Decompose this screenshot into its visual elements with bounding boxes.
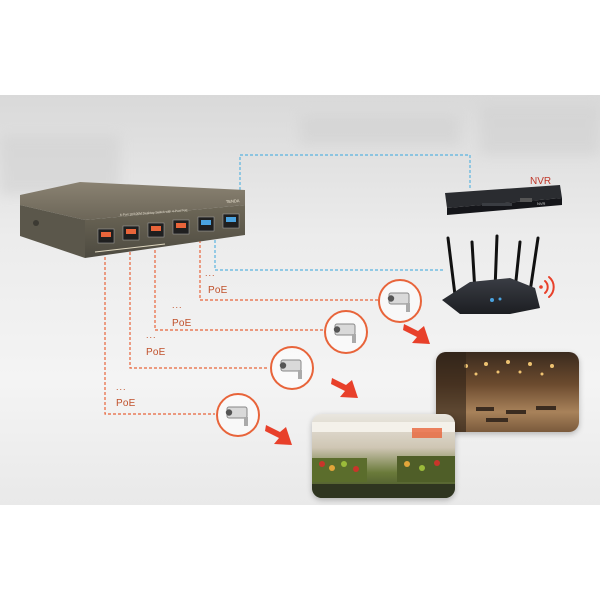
camera-node-3	[270, 346, 314, 390]
uplink-line-nvr	[239, 154, 471, 200]
poe-dots-3: ...	[146, 330, 157, 340]
switch-brand-text: TENDA	[226, 198, 240, 204]
arrows	[265, 324, 430, 445]
wifi-signal-icon	[539, 276, 555, 298]
router-device	[442, 234, 540, 314]
poe-lines	[104, 240, 380, 415]
poe-line-4	[104, 252, 215, 415]
uplink-line-router	[214, 240, 445, 271]
camera-node-1	[378, 279, 422, 323]
camera-icon	[279, 359, 302, 379]
nvr-device: NVR	[445, 185, 562, 215]
nvr-label: NVR	[530, 176, 552, 187]
poe-label-3: PoE	[146, 347, 166, 358]
poe-label-1: PoE	[208, 285, 228, 296]
arrow-icon	[331, 378, 358, 398]
poe-label-2: PoE	[172, 318, 192, 329]
arrow-icon	[403, 324, 430, 344]
poe-dots-2: ...	[172, 300, 183, 310]
nvr-front-text: NVR	[537, 201, 546, 206]
poe-line-2	[154, 250, 325, 331]
camera-node-2	[324, 310, 368, 354]
camera-icon	[387, 292, 410, 312]
poe-dots-4: ...	[116, 382, 127, 392]
poe-line-3	[129, 252, 268, 369]
camera-node-4	[216, 393, 260, 437]
switch-ports	[97, 213, 240, 244]
supermarket-photo	[312, 414, 455, 498]
poe-switch: 6-Port 10/100M Desktop Switch with 4-Por…	[20, 182, 245, 258]
switch-screw	[33, 220, 39, 226]
camera-icon	[225, 406, 248, 426]
arrow-icon	[265, 425, 292, 445]
poe-line-1	[199, 240, 380, 301]
poe-label-4: PoE	[116, 398, 136, 409]
poe-dots-1: ...	[205, 268, 216, 278]
switch-model-text: 6-Port 10/100M Desktop Switch with 4-Por…	[120, 208, 188, 217]
restaurant-photo	[436, 352, 579, 432]
camera-icon	[333, 323, 356, 343]
uplink-lines	[214, 154, 471, 271]
